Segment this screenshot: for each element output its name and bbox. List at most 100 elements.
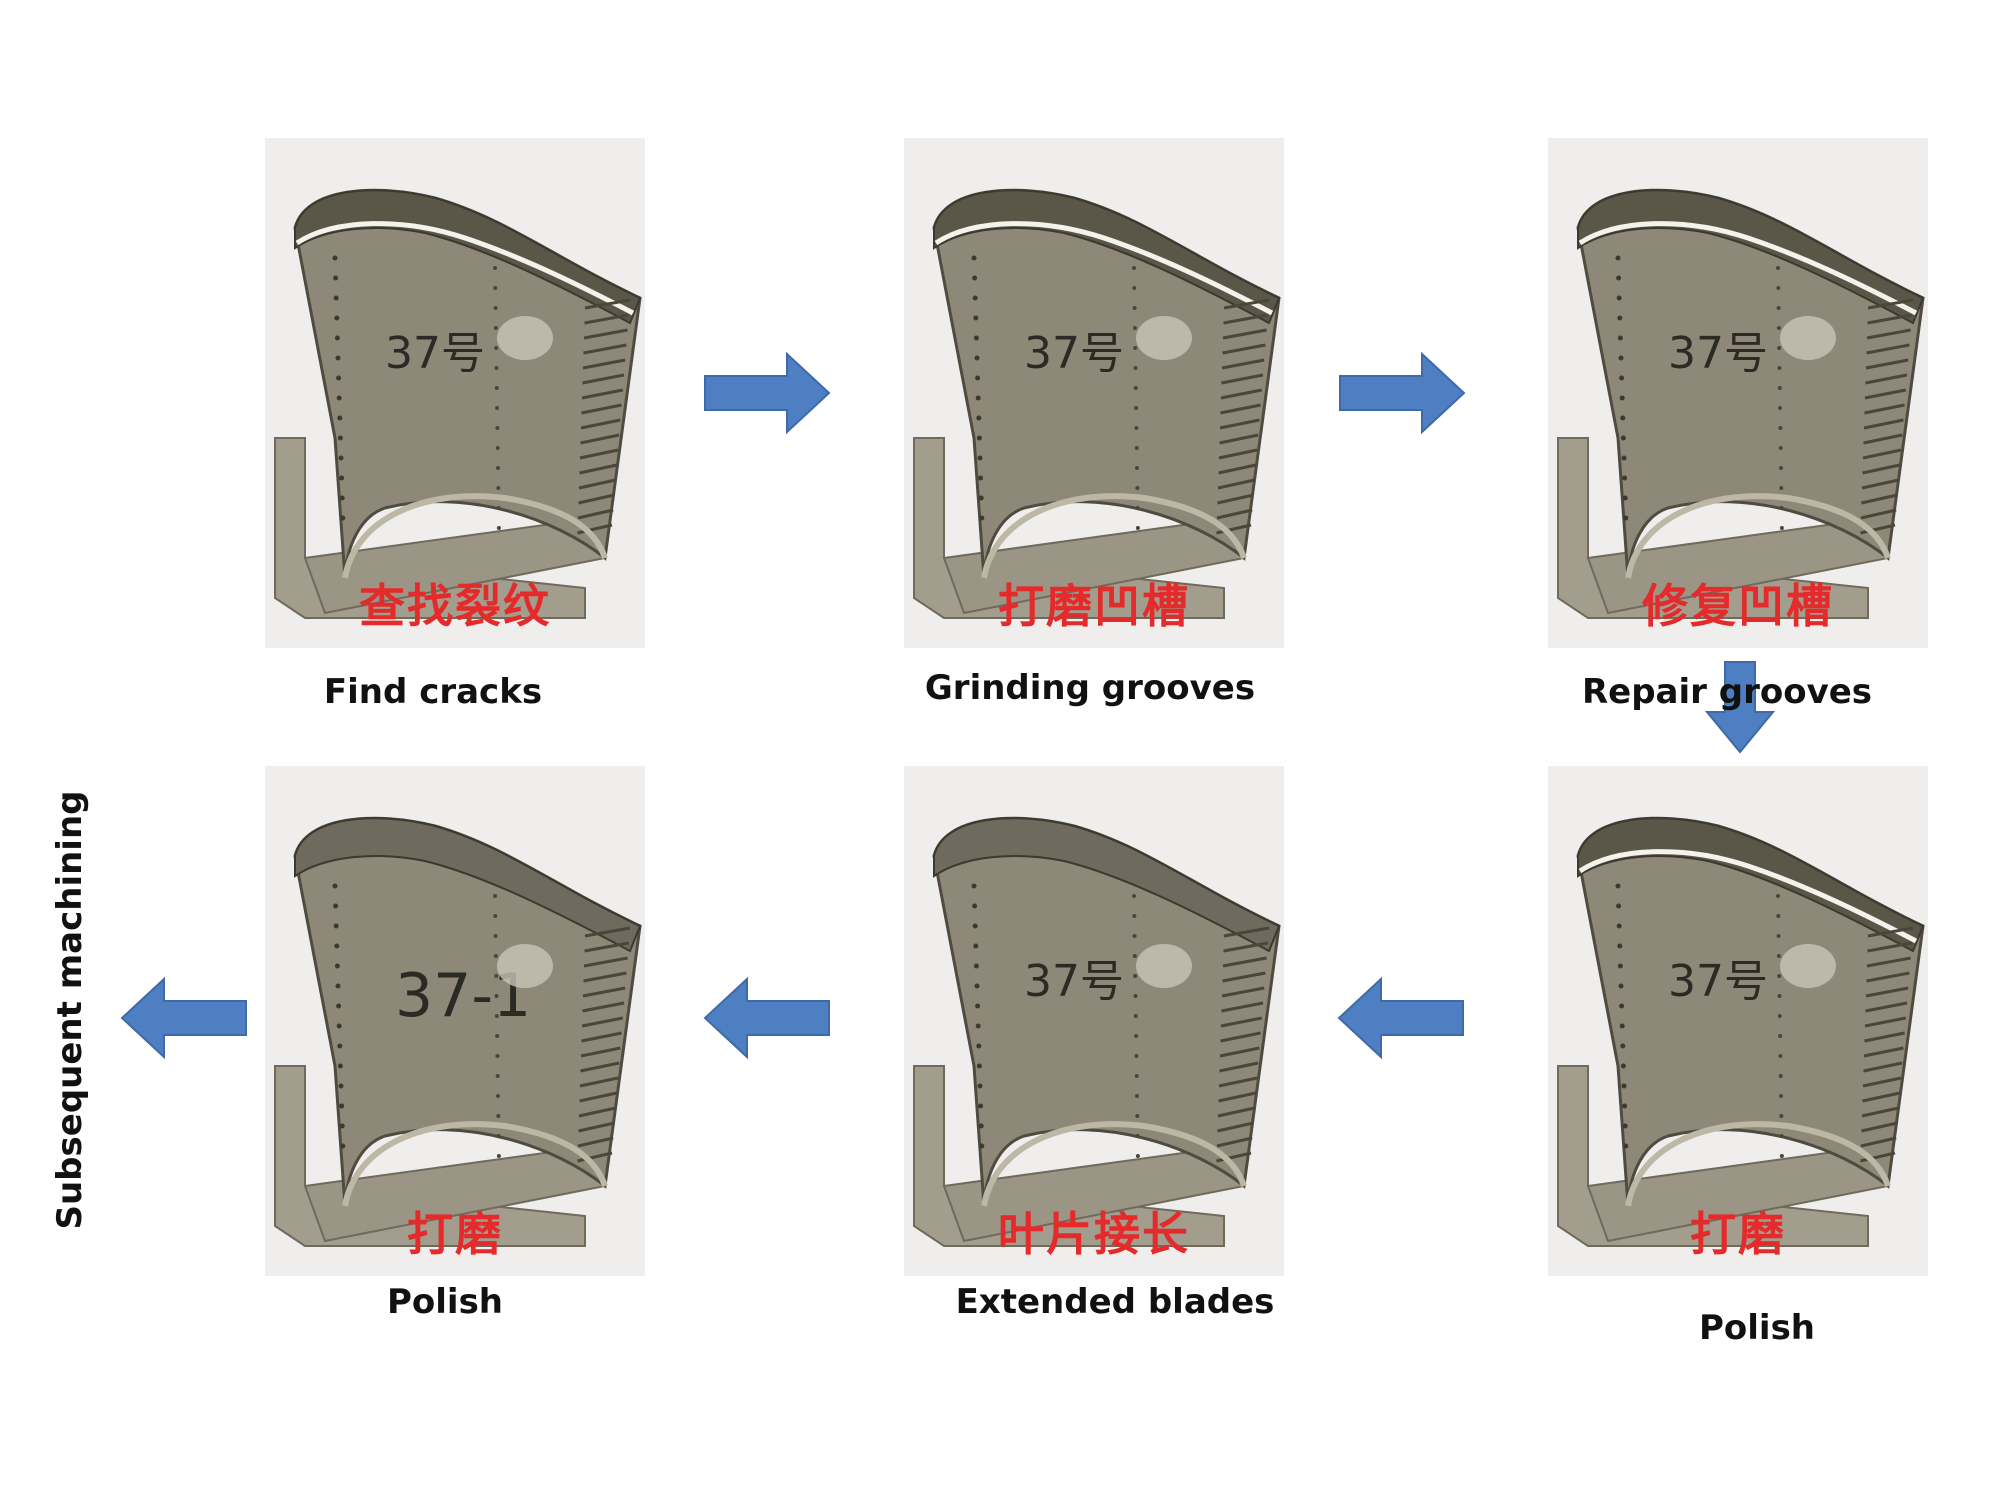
blade-marking: 37号 — [1024, 328, 1124, 379]
cooling-hole — [336, 1003, 342, 1009]
trailing-fin — [1221, 1001, 1264, 1013]
cooling-hole — [1132, 326, 1137, 330]
step-photo-grinding-grooves: 37号 打磨凹槽 — [904, 138, 1284, 648]
cooling-hole — [1617, 963, 1623, 969]
blade-tip — [294, 817, 642, 953]
cooling-hole — [1778, 1034, 1783, 1038]
cooling-hole — [339, 495, 345, 501]
trailing-fin — [1864, 1016, 1907, 1028]
cooling-hole — [1778, 446, 1783, 450]
trailing-fin — [1861, 493, 1898, 505]
trailing-fin — [1217, 478, 1255, 490]
cooling-hole — [973, 335, 979, 341]
trailing-fin — [583, 956, 628, 968]
trailing-fin — [579, 1091, 618, 1103]
trailing-fin — [1219, 433, 1259, 445]
cooling-hole — [1623, 1143, 1629, 1149]
cooling-hole — [1620, 415, 1626, 421]
trailing-fin — [1863, 1061, 1903, 1073]
cooling-hole — [1135, 486, 1140, 490]
cooling-hole — [495, 1034, 500, 1038]
step-photo-extended-blades: 37号 叶片接长 — [904, 766, 1284, 1276]
trailing-fin — [1218, 463, 1257, 475]
cooling-hole — [495, 406, 500, 410]
trailing-fin — [1860, 523, 1896, 535]
blade-marking: 37号 — [1024, 956, 1124, 1007]
turbine-blade-image: 37号 — [913, 816, 1281, 1247]
blade-patch — [1136, 944, 1192, 988]
trailing-fin — [1221, 986, 1265, 998]
cooling-hole — [495, 1054, 500, 1058]
cooling-hole — [496, 1114, 501, 1118]
trailing-fin — [577, 1151, 613, 1163]
cooling-hole — [1135, 1114, 1140, 1118]
cooling-hole — [493, 934, 498, 938]
trailing-fin — [1223, 298, 1270, 310]
trailing-fin — [1863, 1046, 1904, 1058]
trailing-fin — [1222, 328, 1267, 340]
trailing-fin — [1219, 1061, 1259, 1073]
cooling-hole — [978, 475, 984, 481]
step-photo-polish-right: 37号 打磨 — [1548, 766, 1928, 1276]
trailing-fin — [1862, 463, 1901, 475]
trailing-fin — [1216, 1151, 1252, 1163]
cooling-hole — [972, 903, 978, 909]
trailing-fin — [579, 1076, 619, 1088]
cooling-hole — [1779, 1094, 1783, 1098]
blade-patch — [497, 944, 553, 988]
cooling-hole — [978, 1123, 984, 1129]
cooling-hole — [971, 255, 977, 261]
trailing-fin — [581, 1016, 624, 1028]
trailing-fin — [583, 971, 627, 983]
cooling-hole — [493, 954, 498, 958]
trailing-fin — [1867, 926, 1914, 938]
trailing-fin — [1216, 523, 1252, 535]
step-photo-find-cracks: 37号 查找裂纹 — [265, 138, 645, 648]
trailing-fin — [1865, 373, 1908, 385]
cooling-hole — [1133, 366, 1138, 370]
arrow-left-icon — [120, 977, 247, 1059]
cooling-hole — [1623, 515, 1629, 521]
blade-airfoil — [293, 188, 642, 579]
cooling-hole — [976, 415, 982, 421]
trailing-fin — [1867, 298, 1914, 310]
step-en-label: Repair grooves — [1581, 672, 1873, 712]
cooling-hole — [1135, 1094, 1139, 1098]
cooling-hole — [332, 255, 338, 261]
subsequent-machining-label: Subsequent machining — [50, 790, 90, 1230]
cooling-hole — [972, 923, 978, 929]
trailing-fin — [1864, 1031, 1905, 1043]
step-cn-label: 修复凹槽 — [1642, 579, 1834, 633]
blade-marking: 37号 — [1668, 328, 1768, 379]
cooling-hole — [333, 295, 339, 301]
trailing-fin — [583, 328, 628, 340]
trailing-fin — [1218, 448, 1258, 460]
cooling-hole — [1619, 1023, 1625, 1029]
blade-patch — [1780, 316, 1836, 360]
cooling-hole — [335, 355, 341, 361]
cooling-hole — [1617, 335, 1623, 341]
trailing-fin — [1860, 508, 1897, 520]
cooling-hole — [976, 1043, 982, 1049]
arrow-right-icon — [1339, 352, 1466, 434]
trailing-fin — [1867, 313, 1913, 325]
groove-edge — [1578, 849, 1918, 944]
trailing-fin — [1217, 1121, 1254, 1133]
trailing-fin — [578, 1121, 615, 1133]
cooling-hole — [1135, 1134, 1140, 1138]
cooling-hole — [1776, 306, 1781, 310]
arrow-left-icon — [703, 977, 830, 1059]
trailing-fin — [579, 448, 619, 460]
cooling-hole — [1620, 1043, 1626, 1049]
cooling-hole — [338, 455, 344, 461]
cooling-hole — [496, 466, 500, 470]
arrow-down-icon — [1705, 661, 1775, 754]
step-cn-label: 打磨凹槽 — [998, 579, 1190, 633]
cooling-hole — [973, 943, 979, 949]
trailing-fin — [1864, 388, 1907, 400]
trailing-fin — [1217, 493, 1254, 505]
cooling-hole — [971, 883, 977, 889]
cooling-hole — [1618, 355, 1624, 361]
cooling-hole — [1133, 974, 1138, 978]
trailing-fin — [581, 388, 624, 400]
